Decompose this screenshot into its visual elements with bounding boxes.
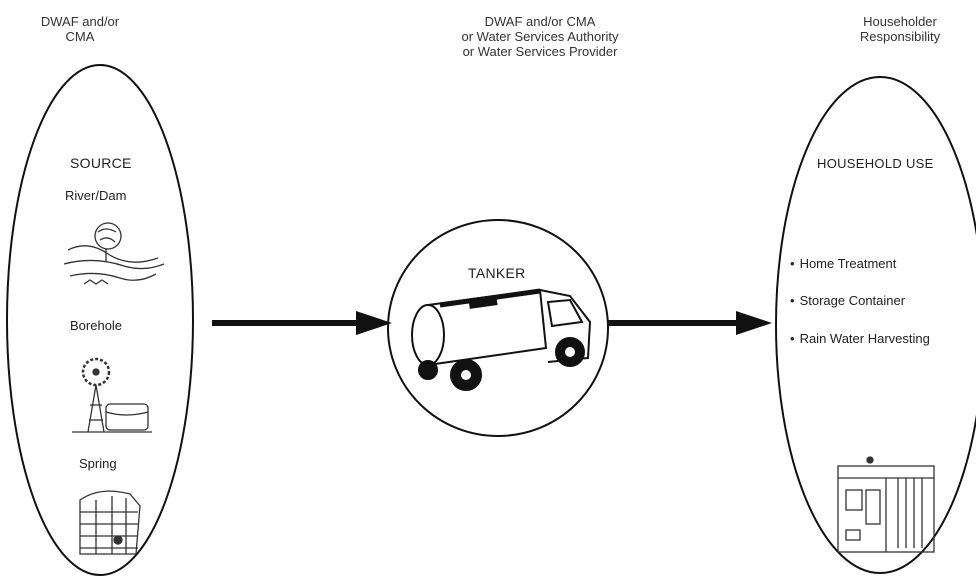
header-center: DWAF and/or CMA or Water Services Author… xyxy=(420,14,660,59)
header-left-line-2: CMA xyxy=(65,29,95,44)
arrow-tanker-to-household xyxy=(608,311,772,335)
source-ellipse xyxy=(6,64,194,576)
header-right-line-2: Responsibility xyxy=(859,29,941,44)
source-item-borehole: Borehole xyxy=(70,318,123,333)
tanker-circle xyxy=(387,219,609,437)
tanker-truck-icon xyxy=(411,288,592,391)
tanker-title: TANKER xyxy=(468,265,526,281)
header-right: Householder Responsibility xyxy=(830,14,970,44)
source-item-river-dam: River/Dam xyxy=(65,188,127,203)
header-left-line-1: DWAF and/or xyxy=(40,14,120,29)
house-icon xyxy=(837,456,935,553)
arrow-source-to-tanker xyxy=(212,311,392,335)
household-bullet-storage-container: Storage Container xyxy=(790,293,906,308)
header-right-line-1: Householder xyxy=(863,14,937,29)
household-title: HOUSEHOLD USE xyxy=(817,156,934,171)
source-item-spring: Spring xyxy=(79,456,117,471)
river-dam-icon xyxy=(63,222,165,285)
header-center-line-1: DWAF and/or CMA xyxy=(484,14,596,29)
household-ellipse xyxy=(775,76,976,574)
source-title: SOURCE xyxy=(70,155,132,171)
header-left: DWAF and/or CMA xyxy=(20,14,140,44)
header-center-line-3: or Water Services Provider xyxy=(462,44,618,59)
household-bullet-home-treatment: Home Treatment xyxy=(790,256,897,271)
spring-wall-icon xyxy=(79,490,141,555)
borehole-windmill-icon xyxy=(72,357,152,433)
header-center-line-2: or Water Services Authority xyxy=(461,29,619,44)
household-bullet-rain-water-harvesting: Rain Water Harvesting xyxy=(790,331,930,346)
